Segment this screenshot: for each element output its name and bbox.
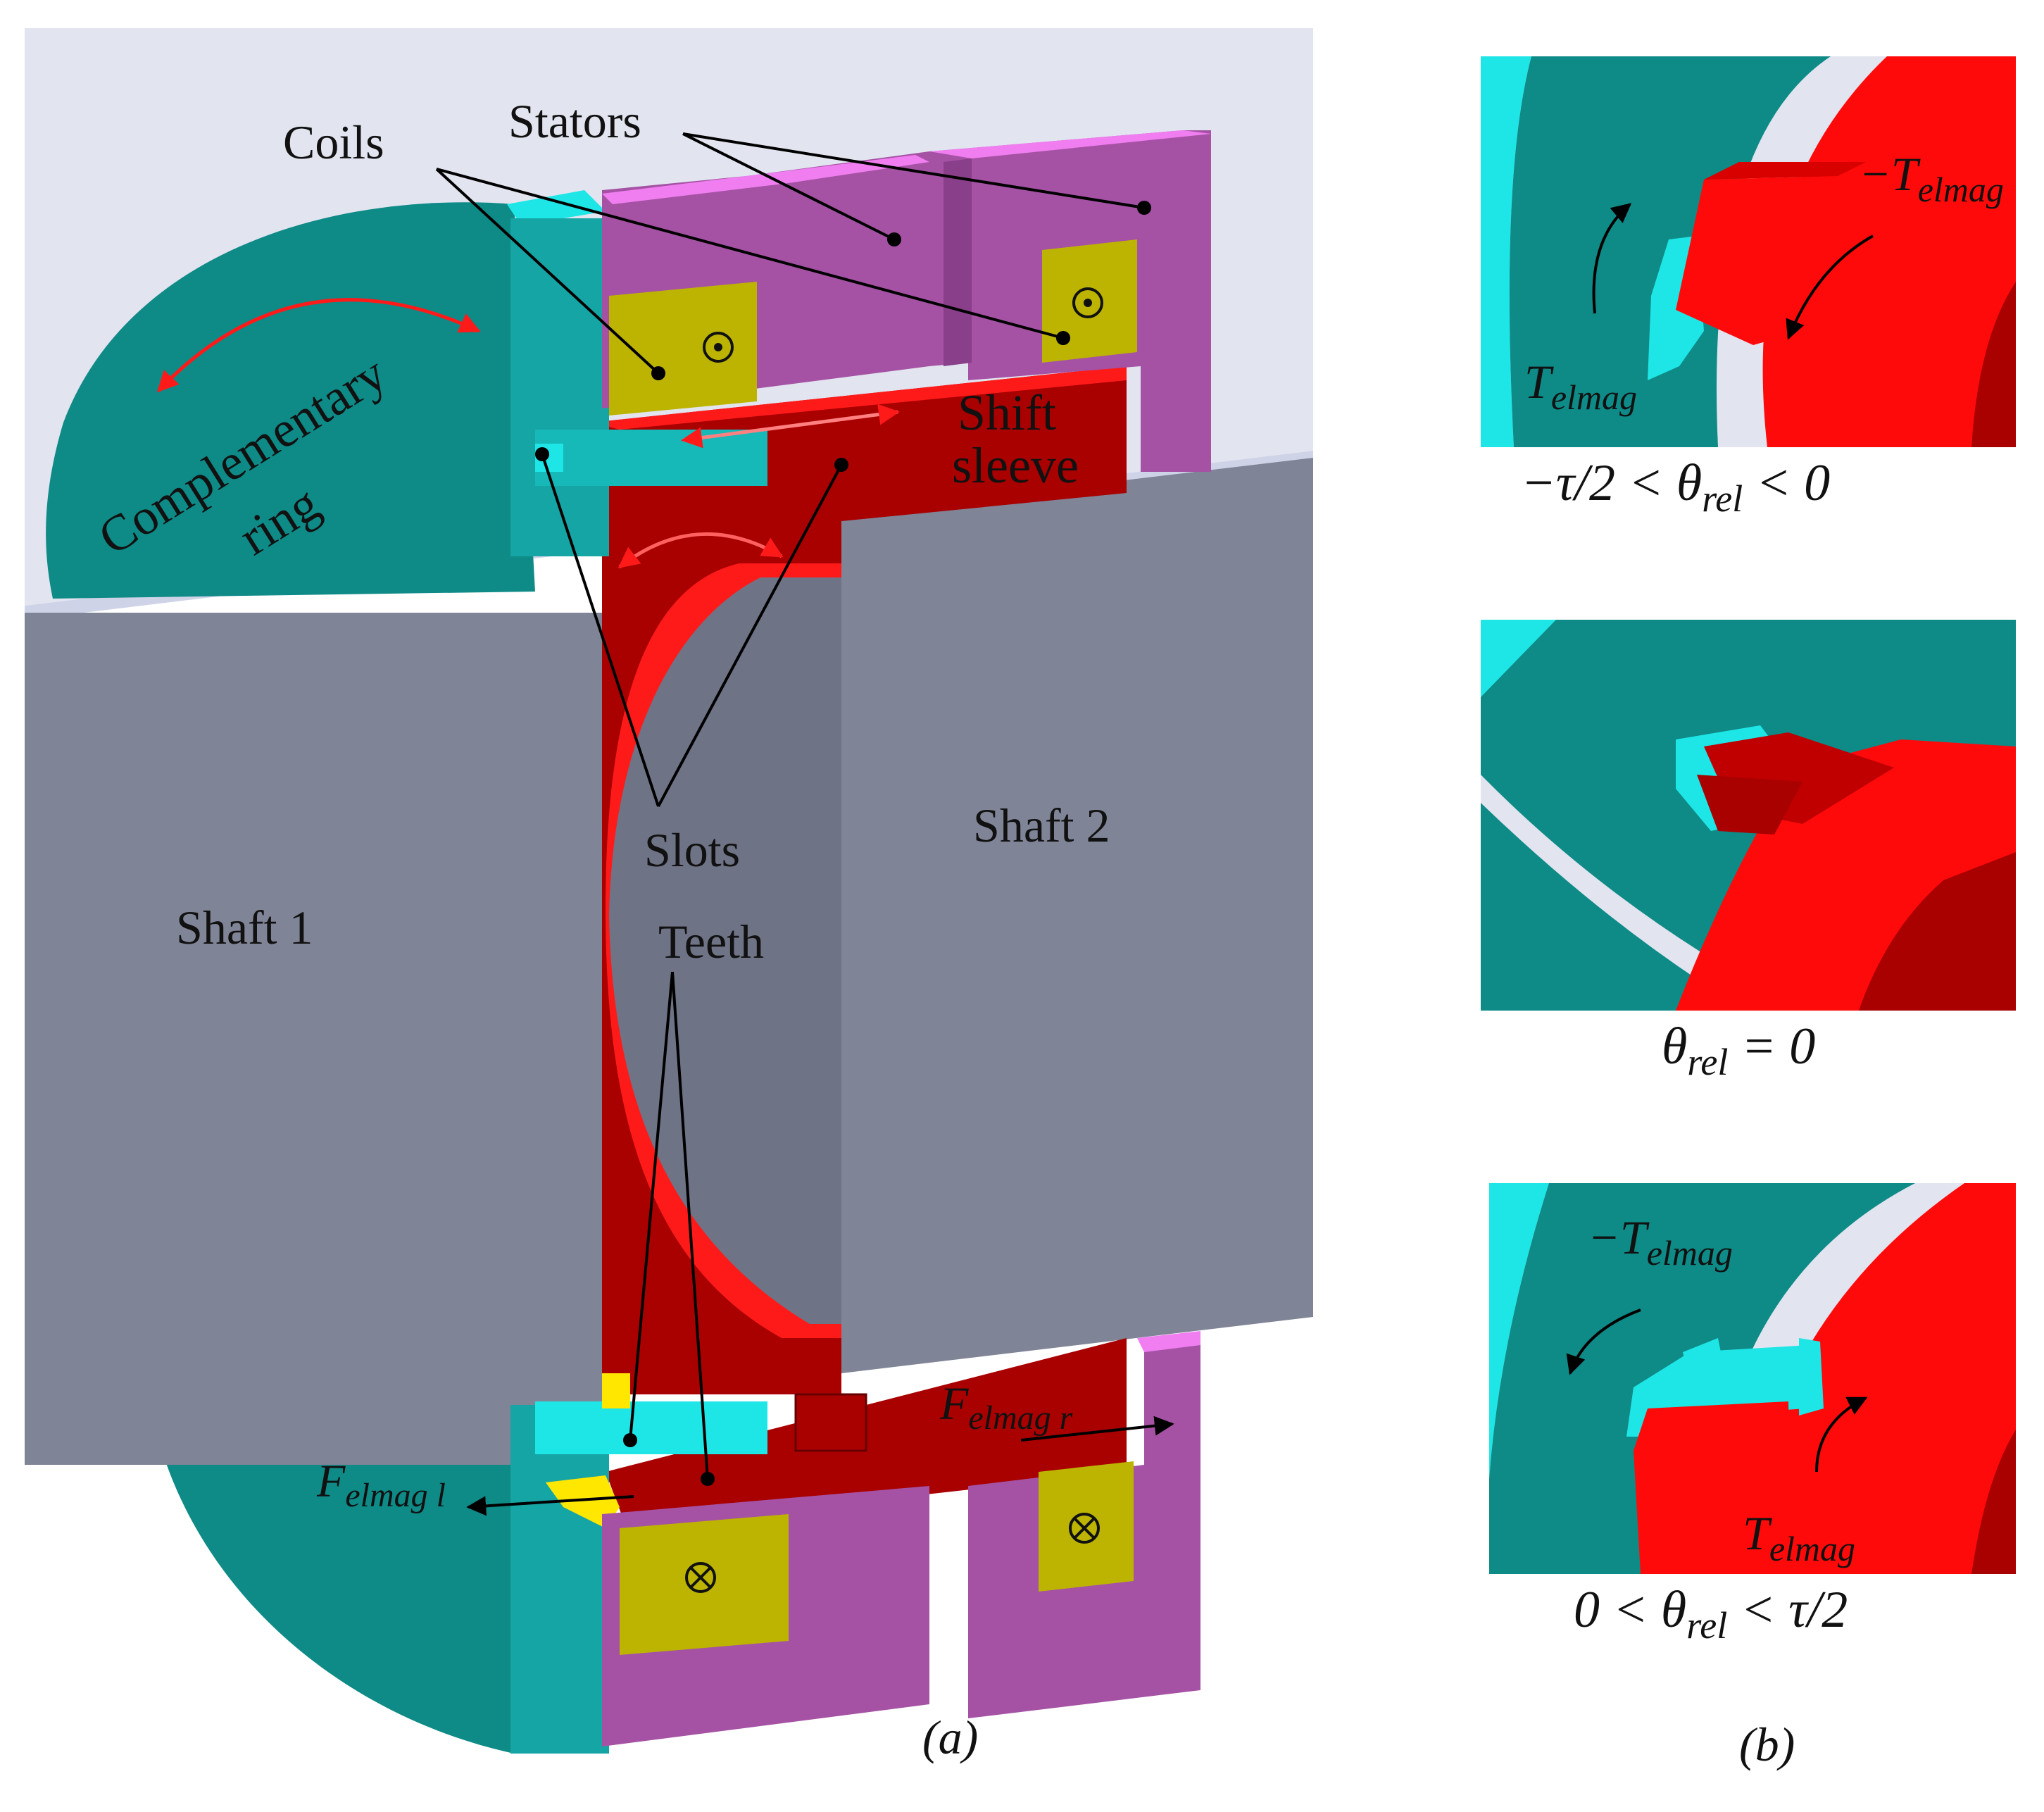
panel-a: Coils Stators Complementary ring Shift s…	[25, 28, 1313, 1796]
shaft-2	[841, 458, 1313, 1373]
inset-3-torque-neg: −Telmag	[1588, 1211, 1733, 1273]
hub-bore	[609, 577, 841, 1324]
ring-top-face	[507, 190, 606, 225]
ring-lower-yellow	[602, 1373, 630, 1408]
complementary-ring-bottom	[162, 1451, 521, 1754]
label-coils: Coils	[283, 115, 384, 169]
inset-3	[1489, 1183, 2016, 1574]
caption-b: (b)	[1739, 1718, 1795, 1771]
ring-bottom-block	[510, 1405, 609, 1754]
label-shift: Shift	[958, 385, 1056, 441]
panel-b: Telmag −Telmag −τ/2 < θrel < 0 θrel = 0	[1481, 56, 2016, 1771]
label-force-left: Felmag l	[316, 1456, 446, 1514]
cross-symbol-bottom-left	[685, 1562, 716, 1593]
axial-arrow-sleeve	[681, 404, 900, 449]
inset-1	[1481, 56, 2016, 447]
caption-a: (a)	[922, 1711, 978, 1764]
cross-symbol-bottom-right	[1069, 1513, 1100, 1544]
dot-symbol-top-right	[1072, 287, 1103, 318]
label-force-right: Felmag r	[939, 1378, 1073, 1437]
inset-1-torque-pos: Telmag	[1524, 355, 1637, 417]
inset-3-arrow-neg	[1566, 1308, 1641, 1375]
inset-1-arrow-neg	[1786, 235, 1874, 340]
label-teeth: Teeth	[658, 915, 764, 968]
force-arrow-left	[466, 1495, 634, 1516]
rotation-arrow-sleeve	[617, 532, 784, 568]
coil-left-top	[609, 282, 757, 415]
coil-left-bottom	[620, 1514, 789, 1655]
label-slots: Slots	[644, 823, 740, 877]
ring-bottom-tooth	[535, 1401, 767, 1454]
ring-bottom-yellow	[546, 1475, 620, 1528]
inset-3-arrow-pos	[1815, 1397, 1868, 1473]
inset-2	[1481, 620, 2016, 1011]
shaft-1	[25, 613, 609, 1465]
sleeve-step-bottom	[794, 1393, 867, 1452]
inset-3-torque-pos: Telmag	[1743, 1506, 1855, 1568]
inset-3-condition: 0 < θrel < τ/2	[1574, 1581, 1848, 1647]
stator-left-top-face	[602, 155, 929, 204]
stator-gap-top	[943, 158, 972, 366]
inset-1-condition: −τ/2 < θrel < 0	[1521, 454, 1830, 520]
complementary-ring-top	[46, 202, 535, 599]
label-shaft-2: Shaft 2	[973, 799, 1110, 852]
leader-dots	[535, 201, 1151, 1486]
inset-2-condition: θrel = 0	[1662, 1018, 1815, 1083]
stator-right-bottom-face	[1137, 1331, 1200, 1352]
label-stators: Stators	[508, 94, 641, 148]
leaders	[435, 132, 1145, 1480]
ring-top-block	[510, 218, 609, 556]
force-arrow-right	[1020, 1416, 1174, 1442]
stator-right-top-face	[929, 130, 1211, 158]
dot-symbol-top-left	[703, 332, 734, 363]
ring-top-tooth	[535, 430, 767, 486]
rotation-arrow-ring	[156, 298, 481, 393]
inset-1-arrow-pos	[1592, 203, 1632, 314]
label-shaft-1: Shaft 1	[176, 901, 313, 954]
label-sleeve: sleeve	[952, 437, 1079, 494]
inset-1-torque-neg: −Telmag	[1859, 147, 2004, 209]
